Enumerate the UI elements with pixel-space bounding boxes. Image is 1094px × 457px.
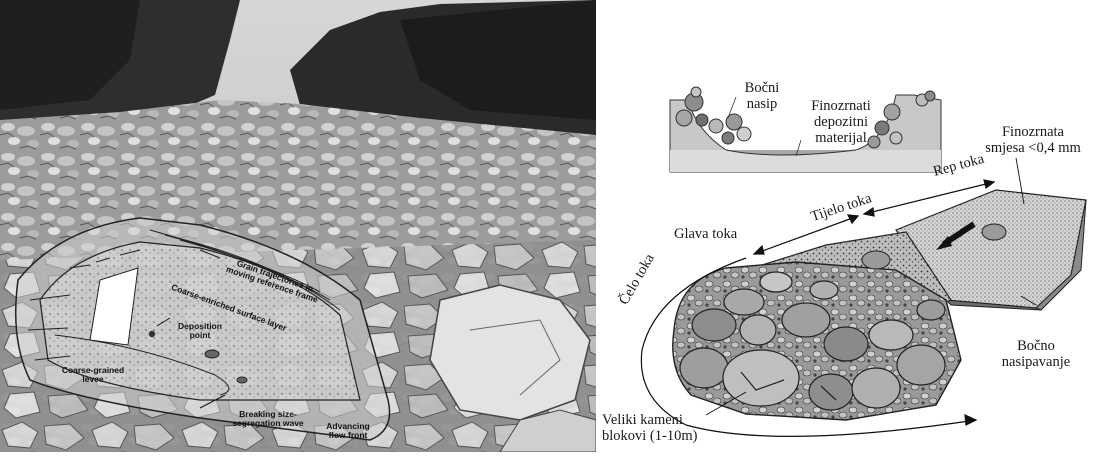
- levee-label: Bočni nasip: [732, 80, 792, 112]
- deposit-label: Finozrnati depozitni materijal: [796, 98, 886, 146]
- inset-label-coarse-levee: Coarse-grained levee: [58, 366, 128, 384]
- lateral-label: Bočno nasipavanje: [990, 338, 1082, 370]
- flow-body: [673, 190, 1086, 420]
- debris-flow-photo: Grain trajectories in moving reference f…: [0, 0, 596, 452]
- photo-svg: [0, 0, 596, 452]
- head-label: Glava toka: [674, 226, 764, 242]
- inset-label-deposition-point: Deposition point: [170, 322, 230, 340]
- debris-flow-diagram: Bočni nasip Finozrnati depozitni materij…: [596, 0, 1094, 452]
- inset-label-advancing-front: Advancing flow front: [318, 422, 378, 440]
- diagram-svg: [596, 0, 1094, 452]
- inset-label-breaking-wave: Breaking size-segregation wave: [218, 410, 318, 428]
- boulders-label: Veliki kameni blokovi (1-10m): [602, 412, 742, 444]
